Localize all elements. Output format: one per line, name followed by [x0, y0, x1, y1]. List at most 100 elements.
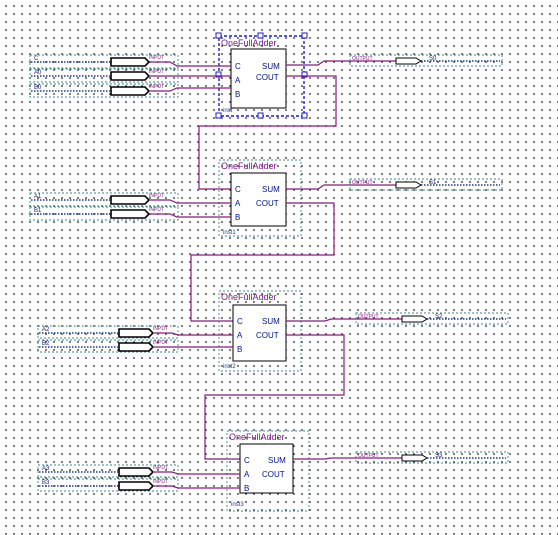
block-symbol	[239, 443, 294, 494]
block-name: OneFullAdder	[221, 161, 277, 171]
wire[interactable]	[293, 457, 402, 460]
pin-type-label: INPUT	[153, 326, 168, 332]
pin-label: B1	[34, 208, 42, 214]
port-a-label: A	[235, 199, 241, 208]
input-pin-b2[interactable]: B2 INPUT	[37, 339, 179, 353]
pin-type-label: INPUT	[153, 479, 168, 485]
output-pin-s2[interactable]: OUTPUT S2	[355, 312, 509, 325]
pin-type-label: OUTPUT	[352, 56, 373, 62]
block-frame	[226, 430, 310, 512]
block-name: OneFullAdder	[221, 292, 277, 302]
instance-label: inst1	[223, 230, 236, 236]
wire[interactable]	[149, 199, 231, 204]
port-c-label: C	[235, 62, 241, 71]
port-a-label: A	[244, 470, 250, 479]
resize-handle[interactable]	[301, 71, 308, 78]
wire[interactable]	[153, 332, 233, 336]
pin-label: A0	[34, 70, 42, 76]
port-cout-label: COUT	[256, 73, 279, 82]
block-name: OneFullAdder	[229, 432, 285, 442]
wire[interactable]	[149, 87, 231, 92]
pin-label: A2	[42, 327, 50, 333]
pin-label: S3	[435, 453, 443, 459]
port-c-label: C	[244, 456, 250, 465]
pin-label: S0	[429, 56, 437, 62]
pin-type-label: INPUT	[149, 207, 164, 213]
resize-handle[interactable]	[257, 32, 264, 39]
full-adder-block-0[interactable]: OneFullAdder C A B SUM COUT inst	[215, 32, 308, 119]
instance-label: inst2	[223, 364, 236, 370]
port-c-label: C	[235, 185, 241, 194]
port-sum-label: SUM	[268, 456, 286, 465]
wire[interactable]	[286, 60, 396, 66]
port-cout-label: COUT	[256, 331, 279, 340]
pin-type-label: INPUT	[149, 55, 164, 61]
wire[interactable]	[153, 471, 240, 475]
port-sum-label: SUM	[262, 185, 280, 194]
port-a-label: A	[237, 331, 243, 340]
port-b-label: B	[235, 213, 240, 222]
port-a-label: A	[235, 76, 241, 85]
pin-type-label: OUTPUT	[358, 453, 379, 459]
full-adder-block-1[interactable]: OneFullAdder C A B SUM COUT inst1	[218, 159, 302, 237]
resize-handle[interactable]	[215, 112, 222, 119]
block-frame	[218, 159, 302, 237]
pin-type-label: OUTPUT	[358, 314, 379, 320]
block-symbol	[230, 172, 287, 227]
port-c-label: C	[237, 317, 243, 326]
block-frame	[218, 290, 302, 372]
output-pin-s3[interactable]: OUTPUT S3	[355, 451, 509, 464]
port-b-label: B	[244, 484, 249, 493]
port-sum-label: SUM	[262, 62, 280, 71]
pin-label: S2	[435, 314, 443, 320]
input-pin-a1[interactable]: A1 INPUT	[29, 192, 179, 207]
pin-label: A1	[34, 194, 42, 200]
pin-label: C	[34, 56, 39, 62]
pin-label: A3	[42, 466, 50, 472]
resize-handle[interactable]	[301, 112, 308, 119]
pin-type-label: INPUT	[153, 340, 168, 346]
pin-label: B2	[42, 341, 50, 347]
full-adder-block-3[interactable]: OneFullAdder C A B SUM COUT inst3	[226, 430, 310, 512]
pin-type-label: OUTPUT	[352, 180, 373, 186]
wire[interactable]	[149, 61, 231, 67]
pin-type-label: INPUT	[149, 69, 164, 75]
input-pin-b3[interactable]: B3 INPUT	[37, 478, 179, 492]
port-sum-label: SUM	[262, 317, 280, 326]
wire[interactable]	[286, 184, 396, 190]
pin-type-label: INPUT	[149, 84, 164, 90]
wire[interactable]	[149, 213, 231, 218]
resize-handle[interactable]	[301, 32, 308, 39]
pin-label: B0	[34, 85, 42, 91]
input-pin-c[interactable]: C INPUT	[29, 54, 179, 69]
block-symbol	[230, 48, 287, 109]
output-pin-s0[interactable]: OUTPUT S0	[349, 54, 503, 67]
block-name: OneFullAdder	[221, 38, 277, 48]
output-pin-s1[interactable]: OUTPUT S1	[349, 178, 503, 191]
full-adder-block-2[interactable]: OneFullAdder C A B SUM COUT inst2	[218, 290, 302, 372]
input-pin-b1[interactable]: B1 INPUT	[29, 206, 179, 221]
carry-wire[interactable]	[190, 202, 335, 322]
port-cout-label: COUT	[256, 199, 279, 208]
input-pin-b0[interactable]: B0 INPUT	[29, 83, 179, 98]
wire[interactable]	[153, 485, 240, 489]
pin-label: S1	[429, 180, 437, 186]
resize-handle[interactable]	[257, 112, 264, 119]
instance-label: inst	[223, 108, 233, 114]
block-symbol	[232, 304, 287, 362]
wire[interactable]	[286, 318, 402, 322]
carry-wire[interactable]	[204, 334, 345, 460]
resize-handle[interactable]	[215, 32, 222, 39]
port-b-label: B	[237, 345, 242, 354]
carry-wire[interactable]	[198, 75, 337, 190]
resize-handle[interactable]	[215, 71, 222, 78]
input-pin-a3[interactable]: A3 INPUT	[37, 464, 179, 478]
input-pin-a2[interactable]: A2 INPUT	[37, 325, 179, 339]
pin-label: B3	[42, 480, 50, 486]
port-cout-label: COUT	[262, 470, 285, 479]
port-b-label: B	[235, 90, 240, 99]
pin-type-label: INPUT	[153, 465, 168, 471]
input-pin-a0[interactable]: A0 INPUT	[29, 68, 179, 83]
instance-label: inst3	[231, 502, 244, 508]
